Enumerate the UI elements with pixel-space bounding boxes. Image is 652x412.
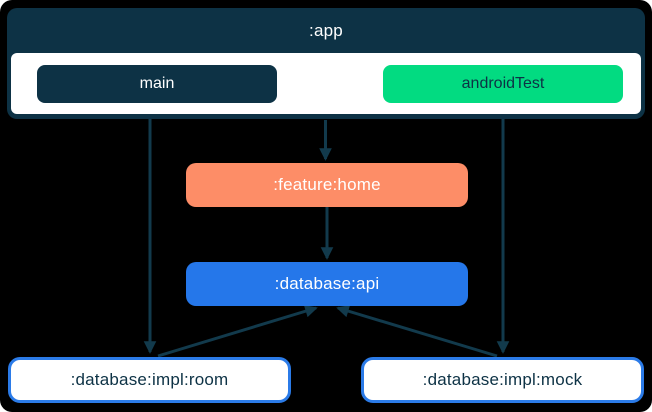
edge-database-impl-room-to-database-api bbox=[157, 305, 318, 358]
node-database-impl-room-label: :database:impl:room bbox=[70, 370, 229, 389]
node-app-label: :app bbox=[309, 20, 343, 40]
node-app: :app main androidTest bbox=[7, 8, 645, 119]
node-database-api-label: :database:api bbox=[274, 274, 380, 293]
node-androidtest-source-set: androidTest bbox=[383, 65, 623, 103]
node-database-impl-mock-label: :database:impl:mock bbox=[422, 370, 583, 389]
node-androidtest-label: androidTest bbox=[461, 75, 545, 92]
node-database-impl-mock: :database:impl:mock bbox=[361, 357, 644, 403]
node-feature-home: :feature:home bbox=[186, 163, 468, 207]
node-app-source-sets: main androidTest bbox=[11, 53, 641, 114]
node-main-label: main bbox=[139, 75, 175, 92]
node-database-impl-room: :database:impl:room bbox=[8, 357, 291, 403]
edge-database-impl-mock-to-database-api bbox=[336, 305, 498, 358]
node-feature-home-label: :feature:home bbox=[273, 175, 381, 194]
node-main-source-set: main bbox=[37, 65, 277, 103]
node-database-api: :database:api bbox=[186, 262, 468, 306]
